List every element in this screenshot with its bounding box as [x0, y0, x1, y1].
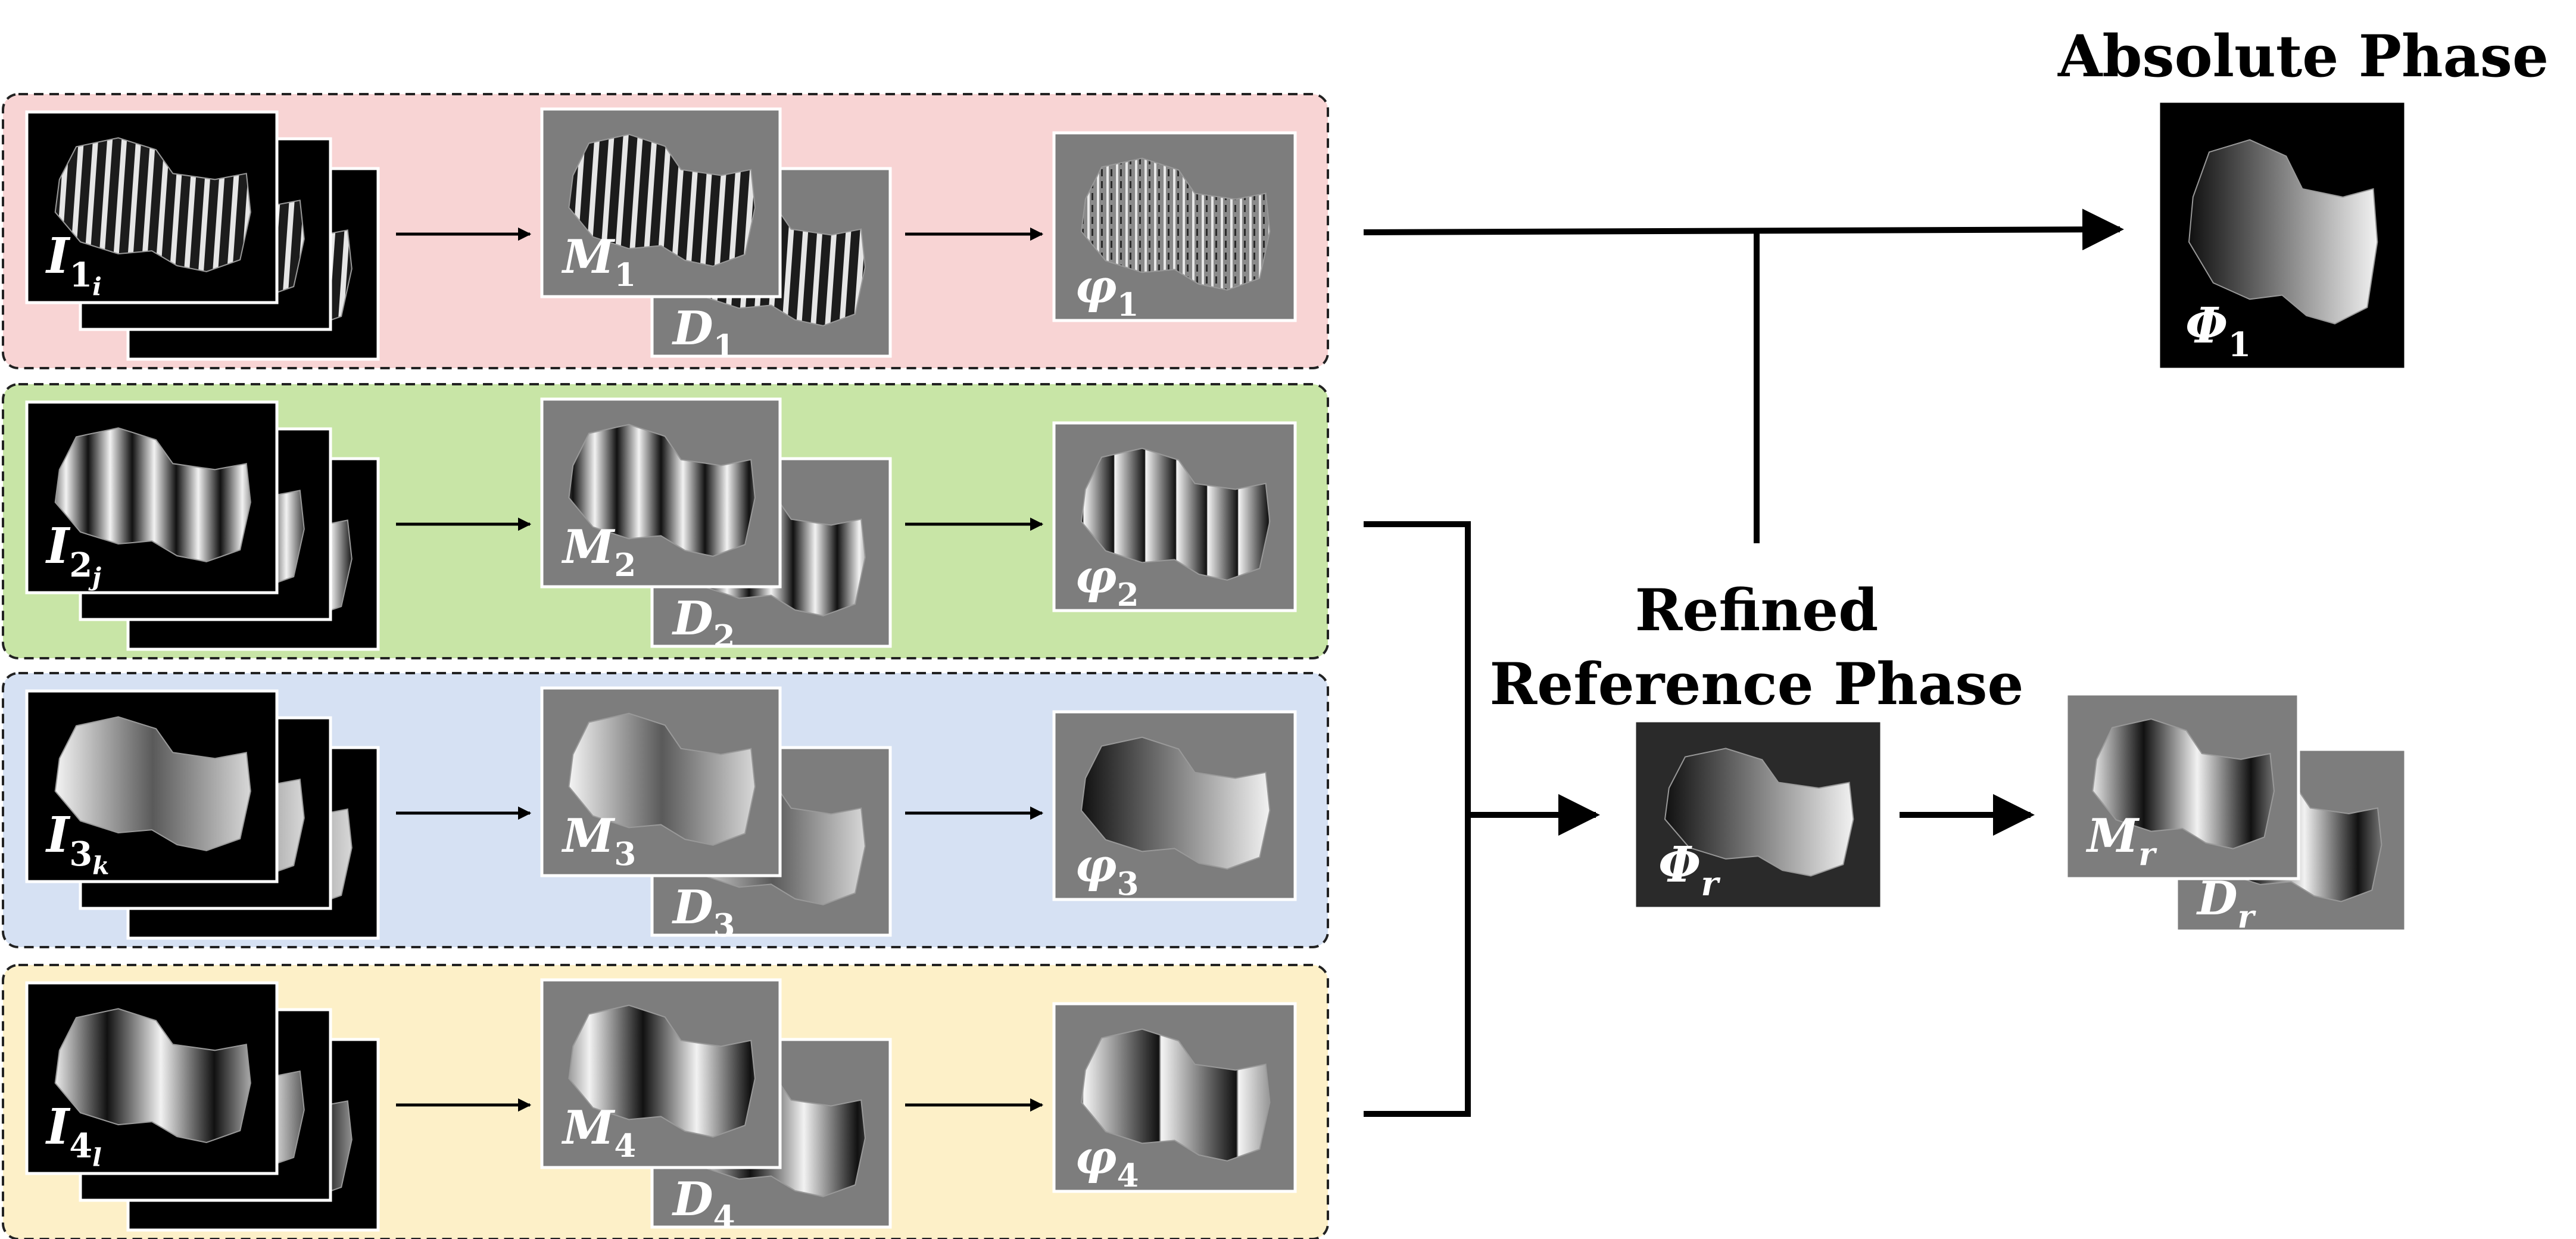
wrapped-phase-label-3: φ3: [1075, 839, 1139, 902]
refined-heading-line2: Reference Phase: [1490, 650, 2024, 718]
ref-numerator-image: [2064, 692, 2300, 880]
wrapped-phase-image-3: [1052, 710, 1297, 901]
input-label-1: I1i: [45, 228, 102, 301]
refined-heading-line1: Refined: [1635, 577, 1879, 644]
numerator-label-1: M1: [561, 230, 636, 294]
wrapped-phase-image-4: [1052, 1002, 1297, 1193]
denominator-label-2: D2: [672, 592, 735, 655]
input-frame-front-3: [25, 689, 279, 883]
numerator-image-3: [540, 686, 782, 877]
numerator-image-4: [540, 978, 782, 1169]
absolute-phase-label: Φ1: [2185, 297, 2251, 365]
numerator-image-1: [540, 107, 782, 298]
absolute-phase-heading: Absolute Phase: [2057, 23, 2549, 90]
ref-denominator-label: Dr: [2196, 871, 2257, 935]
arrow-to-absolute-phase: [1363, 208, 2124, 251]
bracket-rows-2-4: [1364, 521, 1471, 1117]
reference-phase-label: Φr: [1658, 836, 1720, 904]
ref-numerator-label: Mr: [2085, 809, 2157, 873]
denominator-label-3: D3: [672, 880, 735, 944]
denominator-label-1: D1: [672, 301, 735, 365]
input-frame-front-1: [25, 110, 279, 304]
numerator-image-2: [540, 397, 782, 589]
reference-phase-image: [1636, 722, 1880, 907]
input-label-4: I4l: [45, 1098, 102, 1172]
numerator-label-2: M2: [561, 520, 636, 584]
wrapped-phase-label-2: φ2: [1075, 550, 1139, 614]
input-frame-front-2: [25, 400, 279, 594]
numerator-label-4: M4: [561, 1101, 636, 1165]
wrapped-phase-label-1: φ1: [1075, 260, 1139, 323]
input-label-3: I3k: [45, 807, 110, 880]
denominator-label-4: D4: [672, 1172, 735, 1236]
wrapped-phase-image-2: [1052, 421, 1297, 612]
numerator-label-3: M3: [561, 809, 636, 873]
wrapped-phase-image-1: [1052, 131, 1297, 322]
absolute-phase-image: [2160, 102, 2405, 368]
input-label-2: I2j: [45, 518, 101, 592]
input-frame-front-4: [25, 981, 279, 1175]
wrapped-phase-label-4: φ4: [1075, 1131, 1139, 1194]
